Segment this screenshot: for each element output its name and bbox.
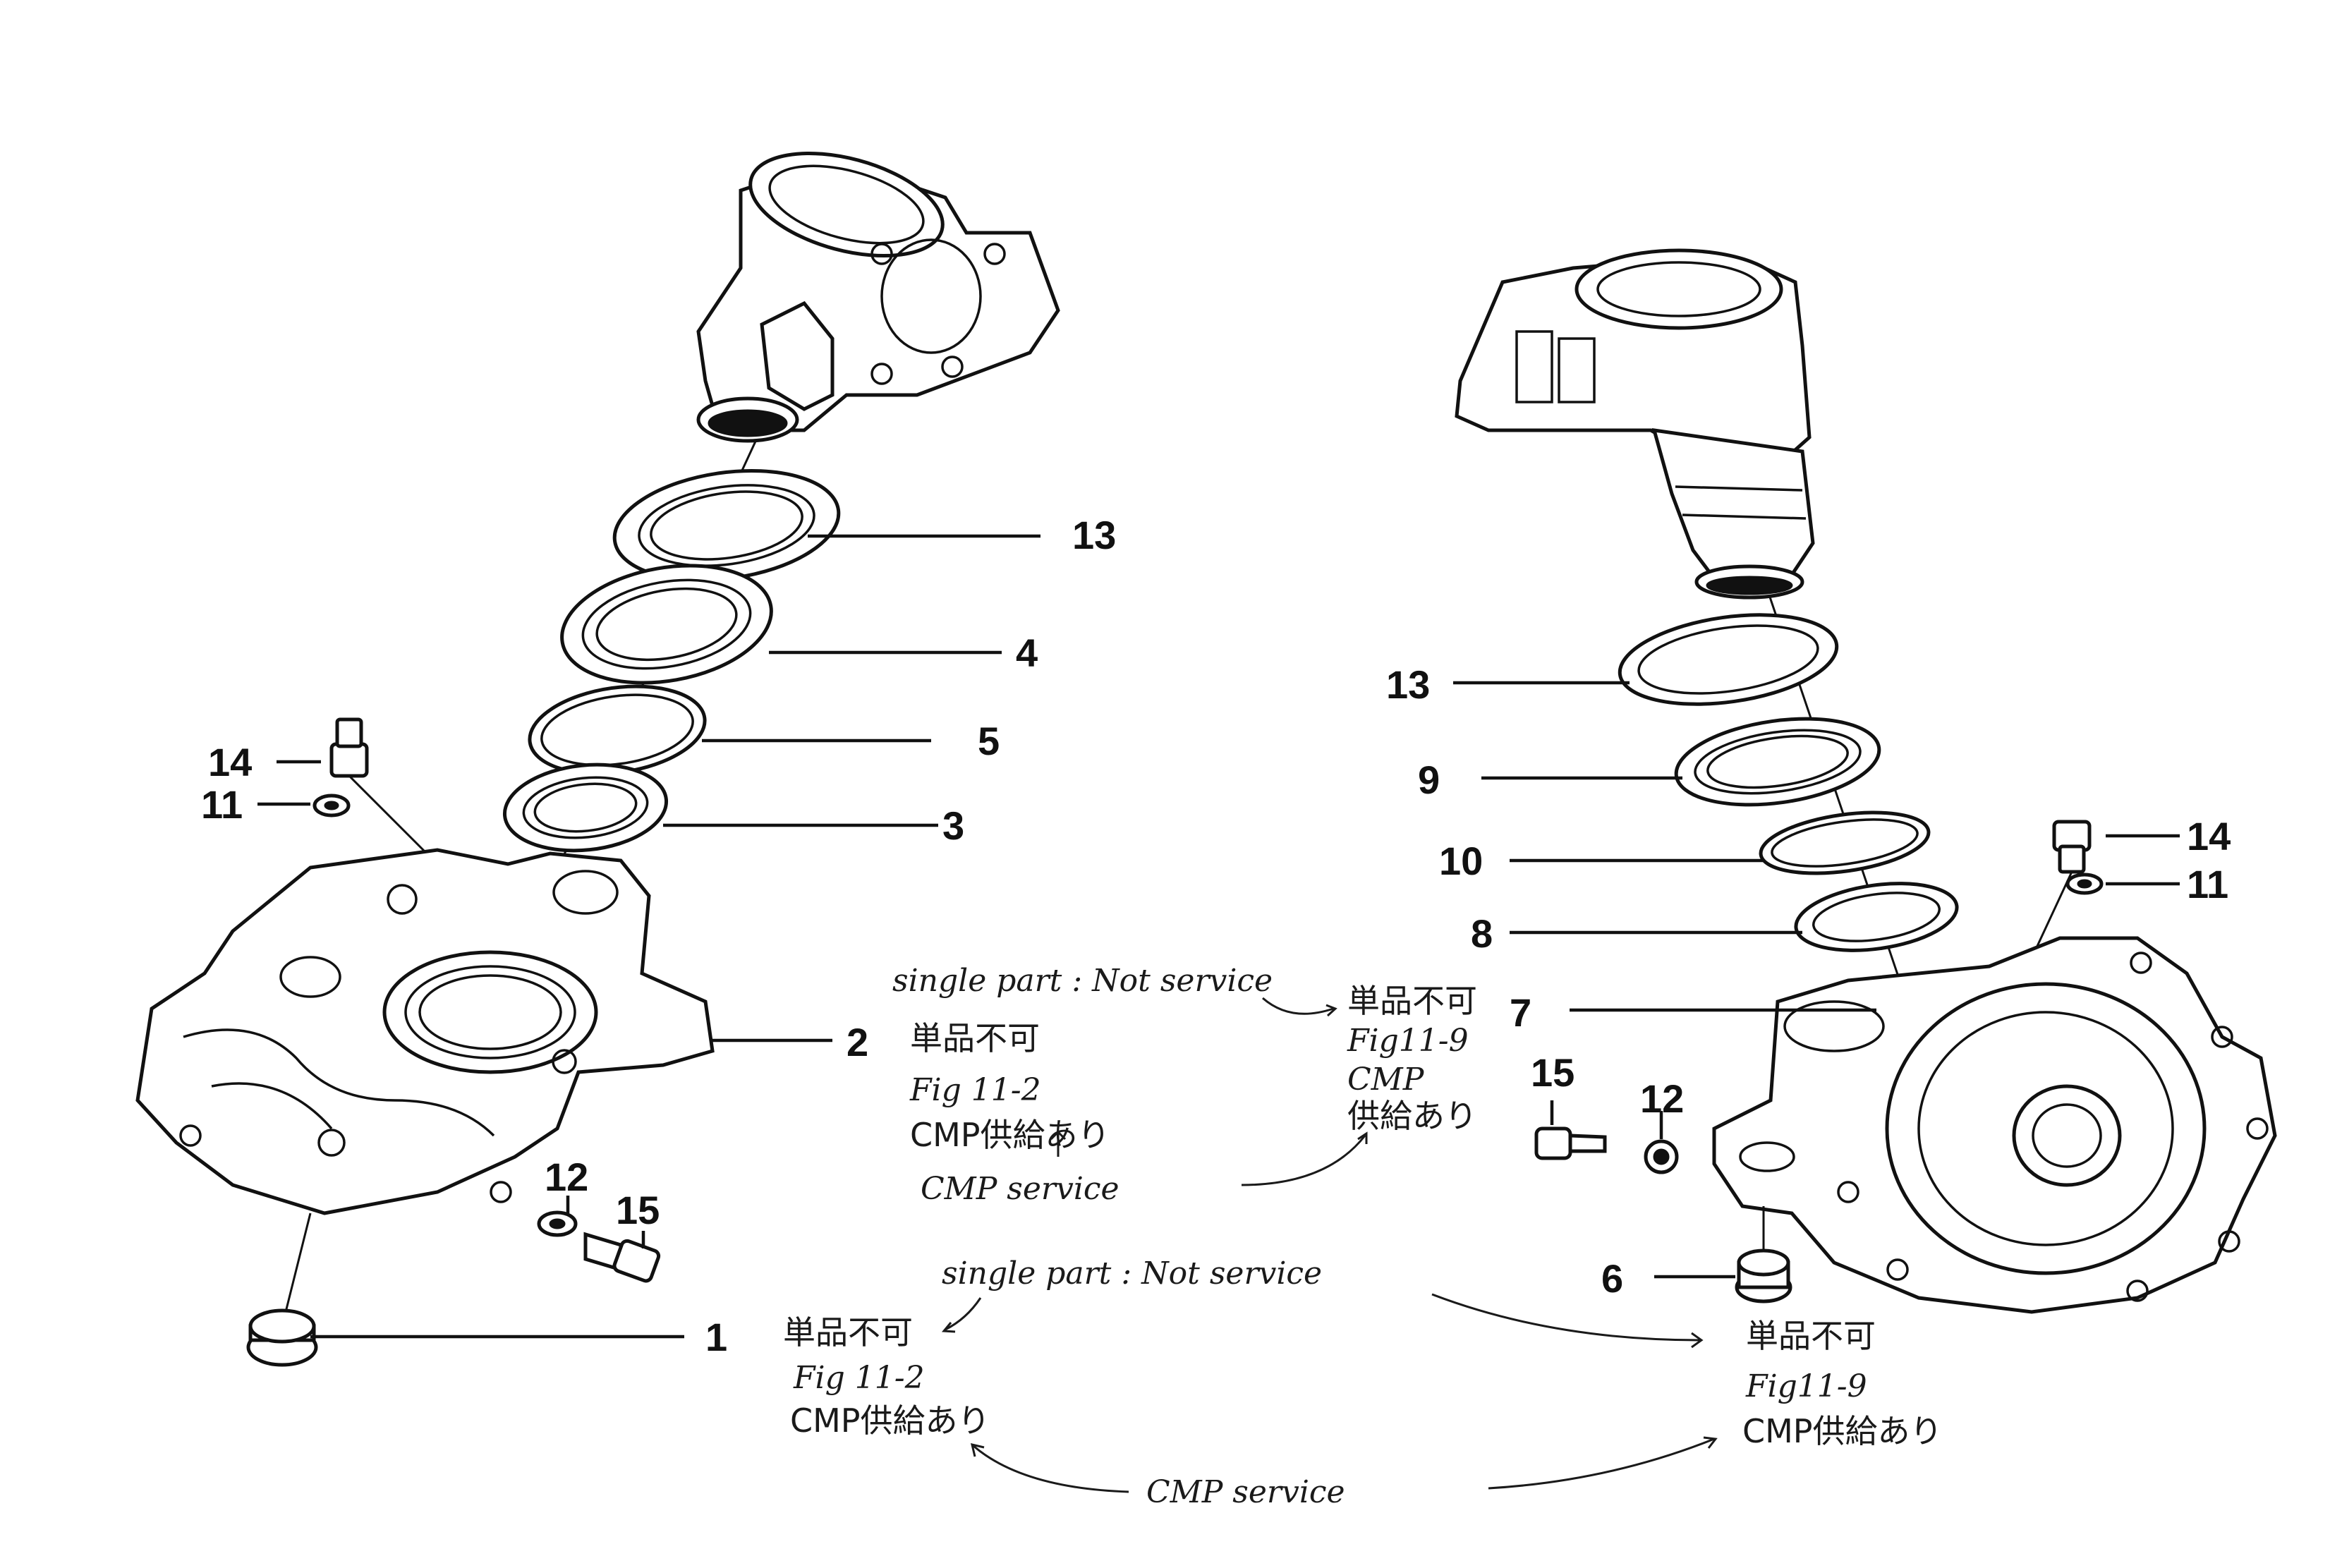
left-bolt-14 — [329, 717, 439, 865]
lower-arrowhead-cmp-right — [1703, 1436, 1718, 1449]
upper-tanpin-left: 単品不可 — [910, 1019, 1040, 1057]
left-washer-12 — [537, 1210, 578, 1237]
callout-right-9: 9 — [1418, 758, 1440, 802]
right-main-case-7 — [1712, 936, 2277, 1314]
lower-arrow-to-right — [1431, 1293, 1701, 1342]
lower-fig-left: Fig 11-2 — [793, 1360, 925, 1396]
lower-tanpin-right: 単品不可 — [1746, 1317, 1876, 1355]
lower-tanpin-left: 単品不可 — [783, 1313, 913, 1351]
lower-arrow-to-left — [945, 1297, 982, 1331]
upper-arrow-up — [1050, 1130, 1067, 1157]
callout-right-13: 13 — [1386, 662, 1430, 707]
callout-right-12: 12 — [1640, 1076, 1684, 1121]
lower-arrowhead-cmp-left — [970, 1442, 985, 1457]
upper-fig-left: Fig 11-2 — [909, 1072, 1041, 1108]
upper-arrowhead-right — [1325, 1004, 1337, 1017]
right-seal-13 — [1618, 613, 1839, 706]
left-plug-1 — [246, 1308, 318, 1367]
upper-arrow-to-right — [1262, 997, 1334, 1015]
callout-left-11: 11 — [201, 782, 243, 827]
callout-right-11: 11 — [2187, 862, 2228, 906]
callout-left-2: 2 — [847, 1020, 868, 1064]
right-leader-lines — [1453, 681, 2180, 1279]
upper-fig-right: Fig11-9 — [1347, 1023, 1469, 1059]
lower-cmp-right: CMP供給あり — [1742, 1412, 1943, 1450]
lower-cmp-left: CMP供給あり — [790, 1402, 990, 1440]
upper-tanpin-right: 単品不可 — [1347, 982, 1477, 1020]
callout-left-5: 5 — [978, 719, 1000, 763]
upper-cmp-service: CMP service — [921, 1171, 1120, 1207]
callout-left-4: 4 — [1016, 631, 1038, 675]
lower-cmp-service: CMP service — [1146, 1474, 1345, 1510]
left-bearing-3 — [502, 762, 669, 853]
right-upper-housing — [1455, 248, 1815, 600]
callout-right-6: 6 — [1601, 1256, 1623, 1301]
lower-arrowhead-left — [941, 1322, 956, 1333]
lower-arrow-cmp-left — [973, 1445, 1129, 1493]
left-bolt-15 — [583, 1232, 661, 1283]
callout-right-10: 10 — [1439, 839, 1483, 883]
upper-cmp-left: CMP供給あり — [910, 1116, 1110, 1154]
left-bearing-4 — [560, 564, 773, 685]
lower-arrowhead-right — [1691, 1332, 1704, 1349]
callout-left-3: 3 — [942, 803, 964, 848]
callout-left-12: 12 — [545, 1155, 588, 1199]
lower-fig-right: Fig11-9 — [1745, 1368, 1867, 1404]
left-assembly — [135, 152, 1060, 1367]
callout-right-14: 14 — [2187, 814, 2231, 858]
upper-cmp-right-a: CMP — [1347, 1062, 1425, 1098]
right-washer-12 — [1644, 1139, 1679, 1174]
upper-annotation-block: single part : Not service 単品不可 Fig 11-2 … — [892, 963, 1477, 1207]
left-washer-11 — [313, 794, 351, 818]
callout-left-14: 14 — [208, 740, 252, 784]
callout-right-15: 15 — [1531, 1050, 1574, 1095]
callout-left-15: 15 — [616, 1188, 660, 1232]
callout-left-13: 13 — [1072, 513, 1116, 557]
lower-annotation-block: single part : Not service 単品不可 Fig 11-2 … — [783, 1256, 1943, 1510]
upper-cmp-right-b: 供給あり — [1347, 1097, 1477, 1135]
callout-right-8: 8 — [1471, 911, 1493, 956]
upper-arrow-to-cmp — [1241, 1135, 1366, 1186]
left-snap-ring-5 — [528, 684, 707, 776]
right-bearing-9 — [1674, 717, 1881, 807]
right-bolt-14 — [2023, 820, 2092, 974]
right-plug-6 — [1735, 1248, 1792, 1303]
callout-left-1: 1 — [705, 1315, 727, 1359]
right-assembly — [1455, 248, 2277, 1314]
right-washer-11 — [2065, 873, 2104, 895]
left-upper-housing — [696, 152, 1060, 443]
left-main-case-2 — [135, 848, 715, 1327]
lower-arrow-cmp-right — [1488, 1438, 1715, 1490]
lower-single-part-note: single part : Not service — [942, 1256, 1322, 1292]
right-snap-ring-10 — [1759, 810, 1931, 875]
left-leader-lines — [257, 534, 1040, 1339]
upper-arrowhead-cmp — [1357, 1131, 1368, 1144]
callout-right-7: 7 — [1510, 990, 1531, 1035]
right-bolt-15 — [1534, 1126, 1607, 1160]
upper-single-part-note: single part : Not service — [892, 963, 1273, 999]
right-bearing-8 — [1794, 882, 1959, 952]
